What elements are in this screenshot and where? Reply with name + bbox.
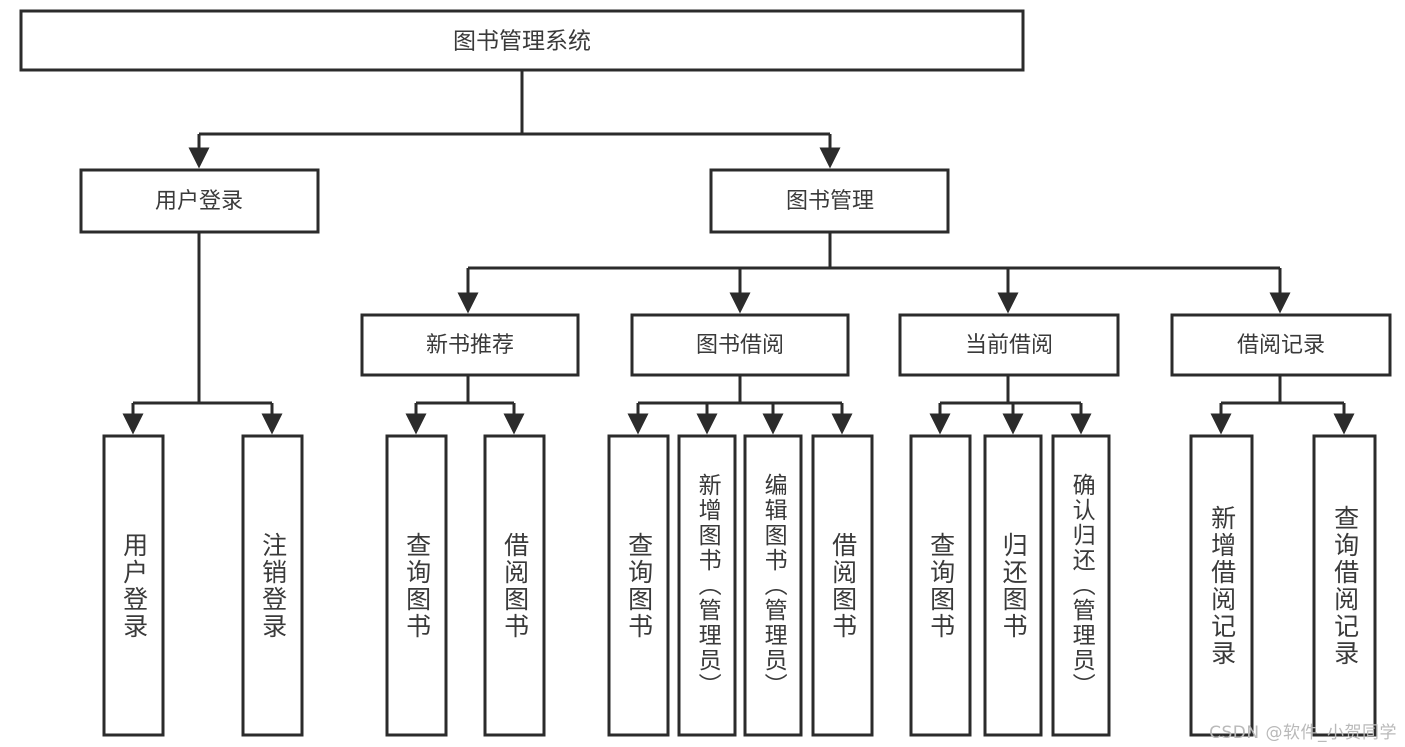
node-new-book-recommend-label: 新书推荐 (426, 333, 514, 358)
node-user-login[interactable]: 用户登录 (79, 168, 320, 234)
leaf-box[interactable] (677, 434, 737, 737)
leaf-box[interactable] (909, 434, 972, 737)
connector-userlogin-to-leaves (122, 232, 283, 435)
leaf-box[interactable] (743, 434, 803, 737)
connector-root-to-level2 (188, 70, 841, 169)
node-root-label: 图书管理系统 (453, 29, 591, 55)
node-borrow-records-label: 借阅记录 (1237, 333, 1325, 358)
connector-records-to-leaves (1210, 375, 1355, 435)
leaf-box[interactable] (385, 434, 448, 737)
leaf-box[interactable] (241, 434, 304, 737)
connector-newbook-to-leaves (405, 375, 525, 435)
leaf-box[interactable] (102, 434, 165, 737)
leaf-box[interactable] (1051, 434, 1111, 737)
csdn-watermark: CSDN @软件_小贺同学 (1209, 723, 1397, 743)
node-book-management[interactable]: 图书管理 (709, 168, 950, 234)
node-current-borrow[interactable]: 当前借阅 (898, 313, 1120, 377)
node-borrow-records[interactable]: 借阅记录 (1170, 313, 1392, 377)
node-root[interactable]: 图书管理系统 (19, 9, 1025, 72)
leaf-box[interactable] (483, 434, 546, 737)
leaf-box[interactable] (811, 434, 874, 737)
leaf-boxes (102, 434, 1377, 737)
leaf-box[interactable] (607, 434, 670, 737)
leaf-box[interactable] (1189, 434, 1254, 737)
leaf-box[interactable] (983, 434, 1043, 737)
node-user-login-label: 用户登录 (155, 189, 243, 214)
leaf-box[interactable] (1312, 434, 1377, 737)
node-book-borrow[interactable]: 图书借阅 (630, 313, 850, 377)
connector-current-to-leaves (929, 375, 1092, 435)
node-current-borrow-label: 当前借阅 (965, 333, 1053, 358)
connector-bookmgmt-to-level3 (457, 232, 1291, 314)
node-book-borrow-label: 图书借阅 (696, 333, 784, 358)
connector-borrow-to-leaves (627, 375, 853, 435)
node-book-management-label: 图书管理 (786, 189, 874, 214)
node-new-book-recommend[interactable]: 新书推荐 (360, 313, 580, 377)
